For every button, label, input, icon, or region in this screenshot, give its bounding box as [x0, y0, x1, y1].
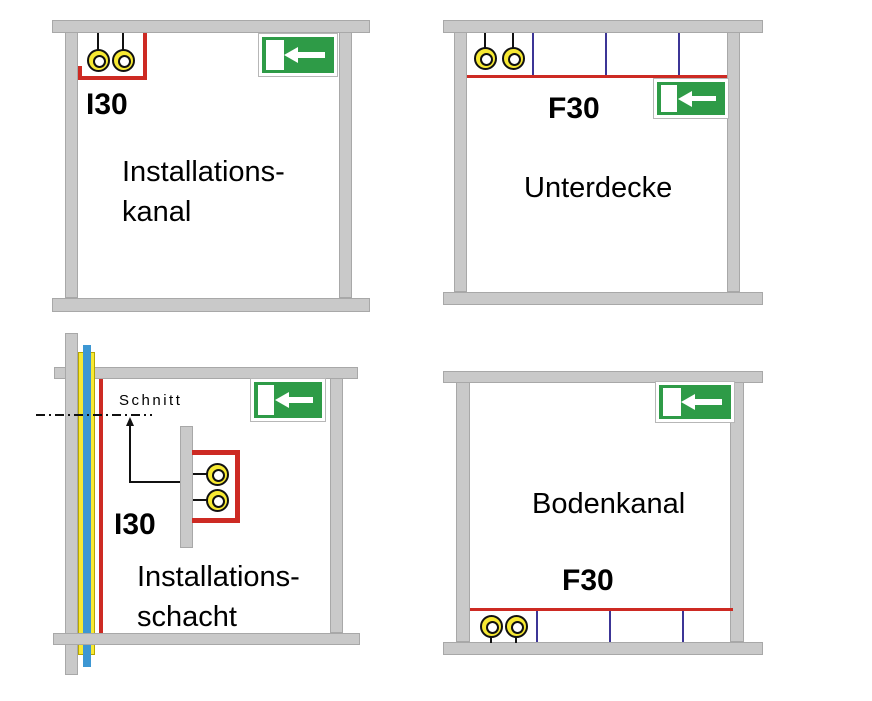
cable-ring-icon	[206, 489, 229, 512]
door-icon	[266, 40, 284, 70]
shaft-outer-wall	[65, 333, 78, 675]
panel-label: Unterdecke	[524, 172, 673, 204]
floor-slab	[443, 292, 763, 305]
ceiling-slab	[443, 371, 763, 383]
cable-ring-icon	[474, 47, 497, 70]
ceiling-slab	[443, 20, 763, 33]
fire-barrier-line	[467, 75, 727, 78]
cable-line	[193, 473, 207, 475]
exit-sign-green-field	[657, 82, 725, 115]
exit-sign-green-field	[659, 385, 731, 419]
arrow-left-head-icon	[678, 90, 693, 107]
right-wall	[727, 32, 740, 292]
leader-line-vertical	[129, 425, 131, 483]
arrow-left-icon	[691, 95, 717, 102]
left-wall	[454, 32, 467, 292]
support-line	[536, 611, 538, 642]
cable-drop-line	[122, 33, 124, 50]
panel-label: Installations- kanal	[122, 152, 285, 232]
fire-barrier-line	[99, 379, 103, 633]
fire-channel-right-side	[143, 33, 147, 80]
door-icon	[661, 84, 678, 113]
rating-label: F30	[548, 92, 600, 125]
exit-sign-icon	[655, 381, 735, 423]
floor-slab	[52, 298, 370, 312]
left-wall	[456, 382, 470, 642]
left-wall	[65, 32, 78, 298]
cable-ring-icon	[505, 615, 528, 638]
cable-line	[193, 499, 207, 501]
section-cut-line	[36, 414, 152, 416]
rating-label: F30	[562, 564, 614, 597]
panel-label-line2: schacht	[137, 601, 237, 633]
right-wall	[330, 378, 343, 633]
cable-stem-line	[490, 636, 492, 643]
cable-drop-line	[512, 33, 514, 48]
ceiling-slab	[52, 20, 370, 33]
panel-label: Bodenkanal	[532, 488, 686, 520]
cable-stem-line	[515, 636, 517, 643]
ceiling-slab	[54, 367, 358, 379]
shaft-wall-bar	[180, 426, 193, 548]
section-arrow-icon	[126, 417, 134, 426]
exit-sign-green-field	[262, 37, 334, 73]
support-line	[682, 611, 684, 642]
panel-label-line1: Installations-	[122, 156, 285, 188]
arrow-left-head-icon	[275, 392, 290, 408]
fire-duct-box	[192, 450, 240, 523]
fire-channel-left-stub	[78, 66, 82, 80]
arrow-left-icon	[298, 52, 325, 58]
exit-sign-icon	[653, 78, 729, 119]
right-wall	[730, 382, 744, 642]
section-label: Schnitt	[119, 392, 183, 409]
panel-label-line2: kanal	[122, 196, 192, 228]
exit-sign-icon	[250, 378, 326, 422]
arrow-left-head-icon	[284, 47, 299, 63]
exit-sign-icon	[258, 33, 338, 77]
hanger-line	[678, 33, 680, 76]
arrow-left-icon	[695, 399, 722, 405]
hanger-line	[605, 33, 607, 76]
cable-drop-line	[484, 33, 486, 48]
cable-ring-icon	[87, 49, 110, 72]
floor-slab	[443, 642, 763, 655]
exit-sign-green-field	[254, 382, 322, 418]
cable-ring-icon	[112, 49, 135, 72]
door-icon	[663, 388, 681, 416]
arrow-left-icon	[288, 397, 314, 403]
cable-ring-icon	[502, 47, 525, 70]
shaft-strip-blue	[83, 345, 91, 667]
fire-barrier-line	[470, 608, 733, 611]
panel-label: Installations- schacht	[137, 557, 300, 637]
right-wall	[339, 32, 352, 298]
leader-line-horizontal	[129, 481, 181, 483]
cable-ring-icon	[206, 463, 229, 486]
cable-ring-icon	[480, 615, 503, 638]
cable-drop-line	[97, 33, 99, 50]
fire-channel-bottom	[78, 76, 147, 80]
arrow-left-head-icon	[681, 394, 696, 410]
rating-label: I30	[86, 88, 128, 121]
floor-slab	[53, 633, 360, 645]
support-line	[609, 611, 611, 642]
door-icon	[258, 385, 275, 415]
panel-label-line1: Installations-	[137, 561, 300, 593]
rating-label: I30	[114, 508, 156, 541]
hanger-line	[532, 33, 534, 76]
